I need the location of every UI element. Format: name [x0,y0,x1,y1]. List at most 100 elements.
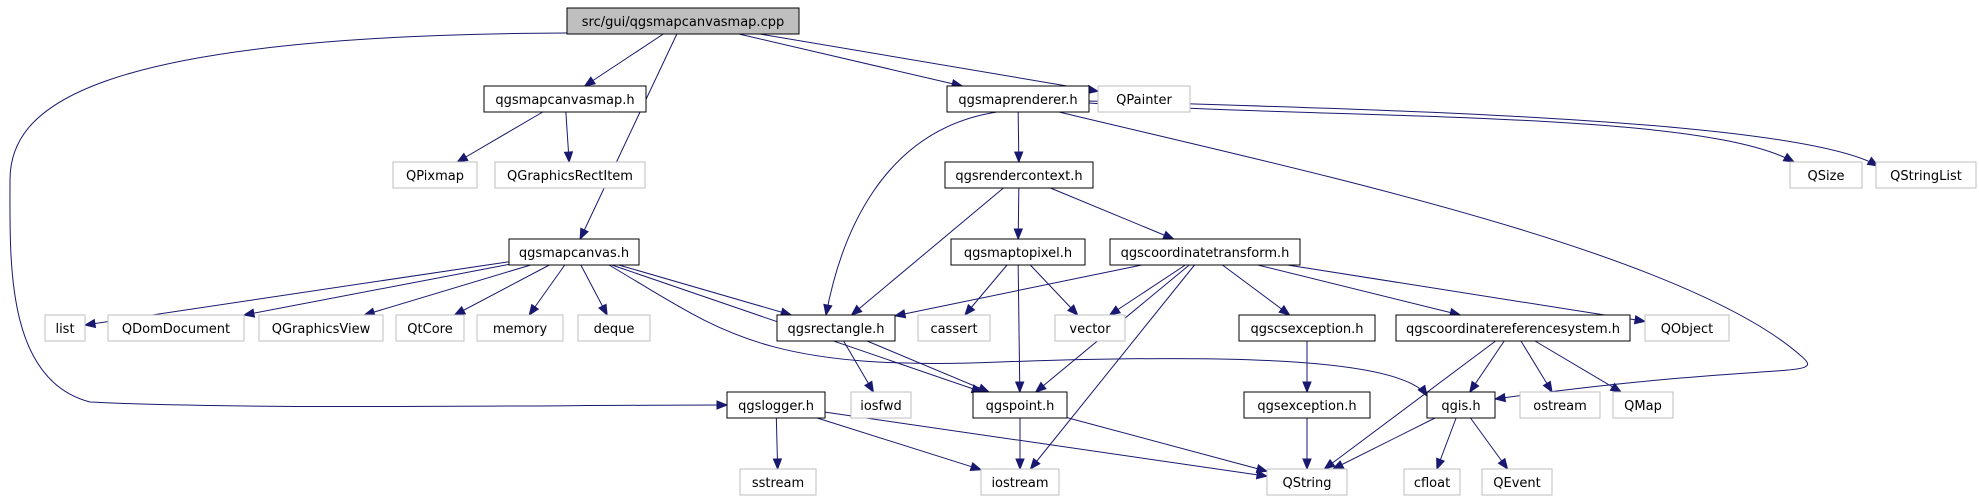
node-box [972,391,1068,419]
node-box [395,314,465,342]
edge-qgscoordinatetransform_h-to-vector [1108,264,1186,316]
edge-qgsmapcanvas_h-to-deque [580,264,608,317]
node-label: QPainter [1116,93,1172,108]
edge-qgsmaptopixel_h-to-cassert [964,264,1008,317]
edge-qgscoordinatetransform_h-to-QObject [1287,264,1647,325]
node-qgsmapcanvasmap_h[interactable]: qgsmapcanvasmap.h [483,85,647,113]
node-box [1875,161,1977,189]
node-qgspoint_h[interactable]: qgspoint.h [972,391,1068,419]
edge-qgspoint_h-to-QString [1066,417,1269,474]
edge-qgsmapcanvas_h-to-QtCore [453,264,550,316]
node-cassert: cassert [917,314,991,342]
edge-qgis_h-to-QString [1331,417,1436,470]
node-box [107,314,245,342]
node-label: vector [1069,322,1111,337]
node-box [1403,468,1461,496]
node-QGraphicsRectItem: QGraphicsRectItem [494,161,646,189]
node-qgscoordinatereferencesystem_h[interactable]: qgscoordinatereferencesystem.h [1395,314,1631,342]
node-box [1481,468,1553,496]
node-label: QtCore [407,322,452,337]
node-qgscsexception_h[interactable]: qgscsexception.h [1238,314,1376,342]
edge-qgsrendercontext_h-to-qgsrectangle_h [850,187,1004,316]
node-qgslogger_h[interactable]: qgslogger.h [726,391,826,419]
edge-qgscoordinatereferencesystem_h-to-QMap [1534,340,1623,393]
node-qgsmapcanvas_h[interactable]: qgsmapcanvas.h [508,238,640,266]
node-label: cfloat [1414,476,1450,491]
node-QStringList: QStringList [1875,161,1977,189]
node-label: QEvent [1493,476,1540,491]
node-label: src/gui/qgsmapcanvasmap.cpp [582,15,784,30]
node-box [850,391,912,419]
node-QString: QString [1266,468,1348,496]
node-label: QObject [1661,322,1714,337]
edge-qgsmaptopixel_h-to-vector [1029,264,1079,316]
node-label: qgscsexception.h [1250,322,1363,337]
edge-qgsrectangle_h-to-qgspoint_h [866,340,991,393]
node-box [566,7,800,35]
node-qgsmaptopixel_h[interactable]: qgsmaptopixel.h [950,238,1086,266]
node-box [946,85,1090,113]
edge-qgsmapcanvas_h-to-QGraphicsView [362,264,531,317]
edge-root-to-qgsmapcanvas_h [579,33,678,241]
edge-qgscoordinatetransform_h-to-iostream [1029,264,1195,471]
node-root[interactable]: src/gui/qgsmapcanvasmap.cpp [566,7,800,35]
node-label: list [55,322,74,337]
node-qgsrectangle_h[interactable]: qgsrectangle.h [776,314,896,342]
node-box [508,238,640,266]
node-qgis_h[interactable]: qgis.h [1426,391,1496,419]
node-vector: vector [1054,314,1126,342]
edge-qgslogger_h-to-iostream [817,417,983,472]
edge-qgis_h-to-QEvent [1470,417,1509,471]
edge-qgscoordinatetransform_h-to-qgscoordinatereferencesystem_h [1257,264,1462,318]
edge-qgsmaprenderer_h-to-QStringList [1088,100,1880,167]
edge-root-to-qgsmaprenderer_h [738,33,964,89]
edge-qgslogger_h-to-sstream [772,417,783,471]
node-box [258,314,384,342]
node-QDomDocument: QDomDocument [107,314,245,342]
node-list: list [44,314,86,342]
node-QGraphicsView: QGraphicsView [258,314,384,342]
edge-qgsmapcanvasmap_h-to-QGraphicsRectItem [563,111,574,164]
edge-qgsmapcanvas_h-to-QDomDocument [242,263,510,318]
node-cfloat: cfloat [1403,468,1461,496]
node-box [1243,391,1371,419]
edge-qgslogger_h-to-QString [824,411,1269,480]
node-label: QGraphicsView [272,322,371,337]
node-box [476,314,564,342]
node-box [1426,391,1496,419]
node-label: QSize [1808,169,1845,184]
node-qgsrendercontext_h[interactable]: qgsrendercontext.h [944,161,1094,189]
edge-qgsmaprenderer_h-to-qgis_h [1058,111,1809,403]
node-qgsmaprenderer_h[interactable]: qgsmaprenderer.h [946,85,1090,113]
node-box [1054,314,1126,342]
node-box [726,391,826,419]
edge-qgsexception_h-to-QString [1302,418,1312,471]
node-box [950,238,1086,266]
edge-qgsrendercontext_h-to-qgsmaptopixel_h [1013,187,1024,241]
node-QObject: QObject [1644,314,1730,342]
edge-qgis_h-to-cfloat [1436,417,1457,471]
edge-qgsrectangle_h-to-iosfwd [843,340,875,394]
edge-qgscoordinatereferencesystem_h-to-QString [1323,340,1496,470]
node-box [1266,468,1348,496]
node-box [1395,314,1631,342]
edge-qgscoordinatereferencesystem_h-to-ostream [1520,340,1553,394]
edge-root-to-QPainter [759,33,1100,95]
node-label: ostream [1533,399,1587,414]
node-label: qgsrendercontext.h [955,169,1082,184]
node-QPixmap: QPixmap [392,161,478,189]
node-label: QPixmap [406,169,464,184]
node-label: memory [493,322,548,337]
node-qgscoordinatetransform_h[interactable]: qgscoordinatetransform.h [1109,238,1301,266]
node-QEvent: QEvent [1481,468,1553,496]
node-label: qgsrectangle.h [787,322,884,337]
node-box [1612,391,1674,419]
node-label: QMap [1624,399,1662,414]
edge-qgscoordinatetransform_h-to-qgscsexception_h [1222,264,1291,316]
node-label: iostream [991,476,1048,491]
node-box [776,314,896,342]
node-box [577,314,651,342]
node-qgsexception_h[interactable]: qgsexception.h [1243,391,1371,419]
edge-qgsrendercontext_h-to-qgscoordinatetransform_h [1050,187,1175,240]
